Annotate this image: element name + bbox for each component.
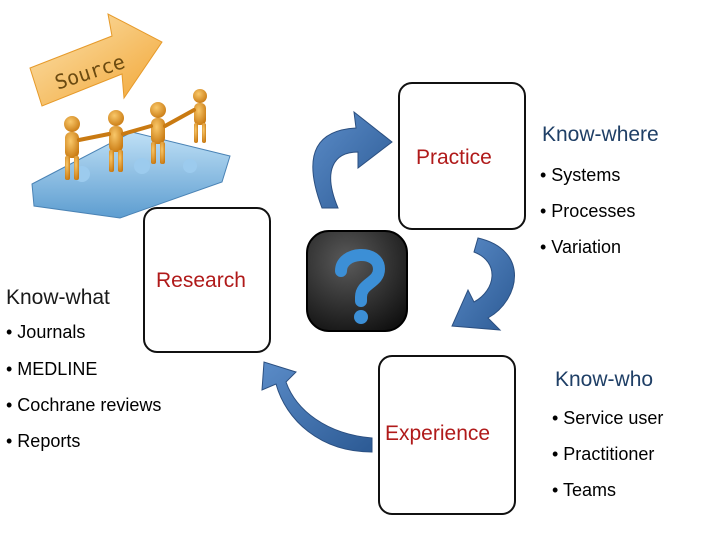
- practice-box: Practice: [398, 82, 526, 230]
- arrow-practice-to-experience-icon: [451, 237, 515, 331]
- know-where-item-processes: • Processes: [540, 201, 636, 221]
- know-who-title: Know-who: [555, 368, 654, 391]
- research-box: Research: [143, 207, 271, 353]
- source-arrow-icon: Source: [29, 13, 231, 219]
- arrow-experience-to-research-icon: [261, 361, 373, 453]
- know-who-item-teams: • Teams: [552, 480, 616, 500]
- know-what-title: Know-what: [6, 286, 110, 309]
- know-who-item-practitioner: • Practitioner: [552, 444, 655, 464]
- know-where-title: Know-where: [542, 123, 659, 146]
- experience-label: Experience: [385, 422, 491, 445]
- know-who-item-service-user: • Service user: [552, 408, 664, 428]
- arrow-research-to-practice-icon: [312, 110, 393, 209]
- know-where-item-systems: • Systems: [540, 165, 621, 185]
- know-what-item-journals: • Journals: [6, 322, 86, 342]
- know-where-item-variation: • Variation: [540, 237, 622, 257]
- research-label: Research: [156, 269, 246, 292]
- question-mark-icon: [306, 230, 408, 332]
- know-what-item-cochrane: • Cochrane reviews: [6, 395, 162, 415]
- practice-label: Practice: [416, 146, 492, 169]
- know-what-item-reports: • Reports: [6, 431, 81, 451]
- experience-box: Experience: [378, 355, 516, 515]
- know-what-item-medline: • MEDLINE: [6, 359, 98, 379]
- source-illustration: Source: [12, 6, 242, 219]
